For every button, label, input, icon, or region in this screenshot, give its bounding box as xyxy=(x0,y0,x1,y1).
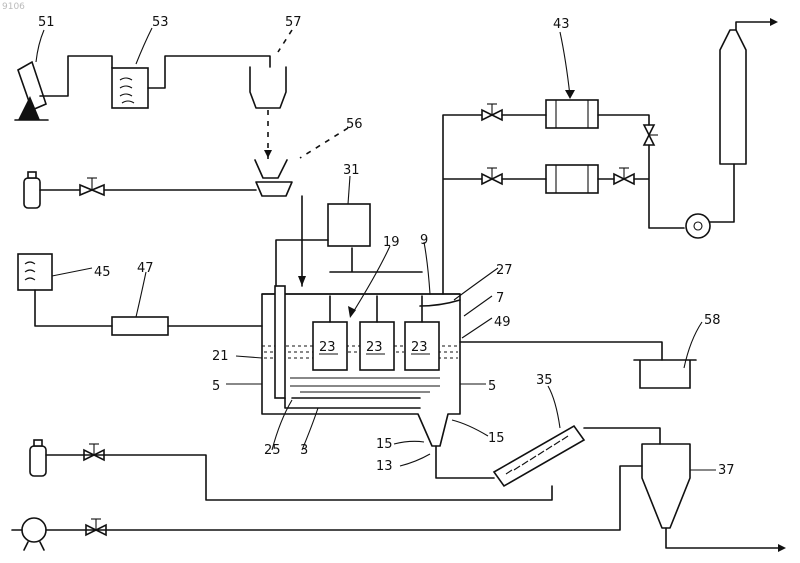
label-13: 13 xyxy=(376,459,393,474)
tank-label-2: 23 xyxy=(366,340,383,355)
unit-53 xyxy=(112,68,148,108)
solar-panel-51 xyxy=(15,62,48,120)
tank-label-1: 23 xyxy=(319,340,336,355)
unit-45 xyxy=(18,254,52,290)
label-5-right: 5 xyxy=(488,379,496,394)
label-25: 25 xyxy=(264,443,281,458)
hopper-57 xyxy=(250,67,286,108)
label-21: 21 xyxy=(212,349,229,364)
label-5-left: 5 xyxy=(212,379,220,394)
filter-lower xyxy=(546,165,598,193)
label-35: 35 xyxy=(536,373,553,388)
label-19: 19 xyxy=(383,235,400,250)
conveyor-to-cyclone xyxy=(584,428,660,444)
label-58: 58 xyxy=(704,313,721,328)
label-9: 9 xyxy=(420,233,428,248)
sediment-lines xyxy=(290,378,440,392)
watermark-text: 9106 xyxy=(2,2,25,12)
label-37: 37 xyxy=(718,463,735,478)
label-49: 49 xyxy=(494,315,511,330)
label-56: 56 xyxy=(346,117,363,132)
valve-bottom-lower xyxy=(86,519,106,535)
exhaust-line-9 xyxy=(443,115,485,294)
collector-58 xyxy=(634,360,696,388)
valve-lower-right xyxy=(614,168,634,184)
tank-label-3: 23 xyxy=(411,340,428,355)
overflow-line-49 xyxy=(460,342,662,360)
label-51: 51 xyxy=(38,15,55,30)
label-27: 27 xyxy=(496,263,513,278)
exhaust-stack xyxy=(720,18,778,164)
label-7: 7 xyxy=(496,291,504,306)
label-45: 45 xyxy=(94,265,111,280)
line-51-53 xyxy=(40,56,112,96)
tank-23-2: 23 xyxy=(360,322,394,370)
drain-13 xyxy=(436,446,494,478)
unit-31 xyxy=(328,204,370,246)
label-43: 43 xyxy=(553,17,570,32)
gas-bottle-bottom xyxy=(30,440,46,476)
label-53: 53 xyxy=(152,15,169,30)
filter-43-upper xyxy=(546,100,598,128)
pump-bottom xyxy=(12,518,46,550)
label-15-right: 15 xyxy=(488,431,505,446)
valve-top-left xyxy=(80,178,104,195)
tank-rack-19 xyxy=(330,248,422,322)
label-57: 57 xyxy=(285,15,302,30)
label-47: 47 xyxy=(137,261,154,276)
screw-conveyor-35 xyxy=(494,426,584,486)
label-15-left: 15 xyxy=(376,437,393,452)
tank-23-3: 23 xyxy=(405,322,439,370)
line-53-57 xyxy=(148,56,270,88)
heater-47 xyxy=(112,317,168,335)
cyclone-outlet xyxy=(666,528,778,548)
valve-lower-left xyxy=(482,168,502,184)
tank-23-1: 23 xyxy=(313,322,347,370)
feeder-56 xyxy=(255,160,292,196)
blower xyxy=(686,164,734,238)
valve-upper-right xyxy=(644,125,658,145)
label-31: 31 xyxy=(343,163,360,178)
valve-bottom-upper xyxy=(84,444,104,460)
cyclone-37 xyxy=(642,444,690,528)
gas-bottle-top xyxy=(24,172,40,208)
label-3: 3 xyxy=(300,443,308,458)
valve-upper-left xyxy=(482,104,502,120)
